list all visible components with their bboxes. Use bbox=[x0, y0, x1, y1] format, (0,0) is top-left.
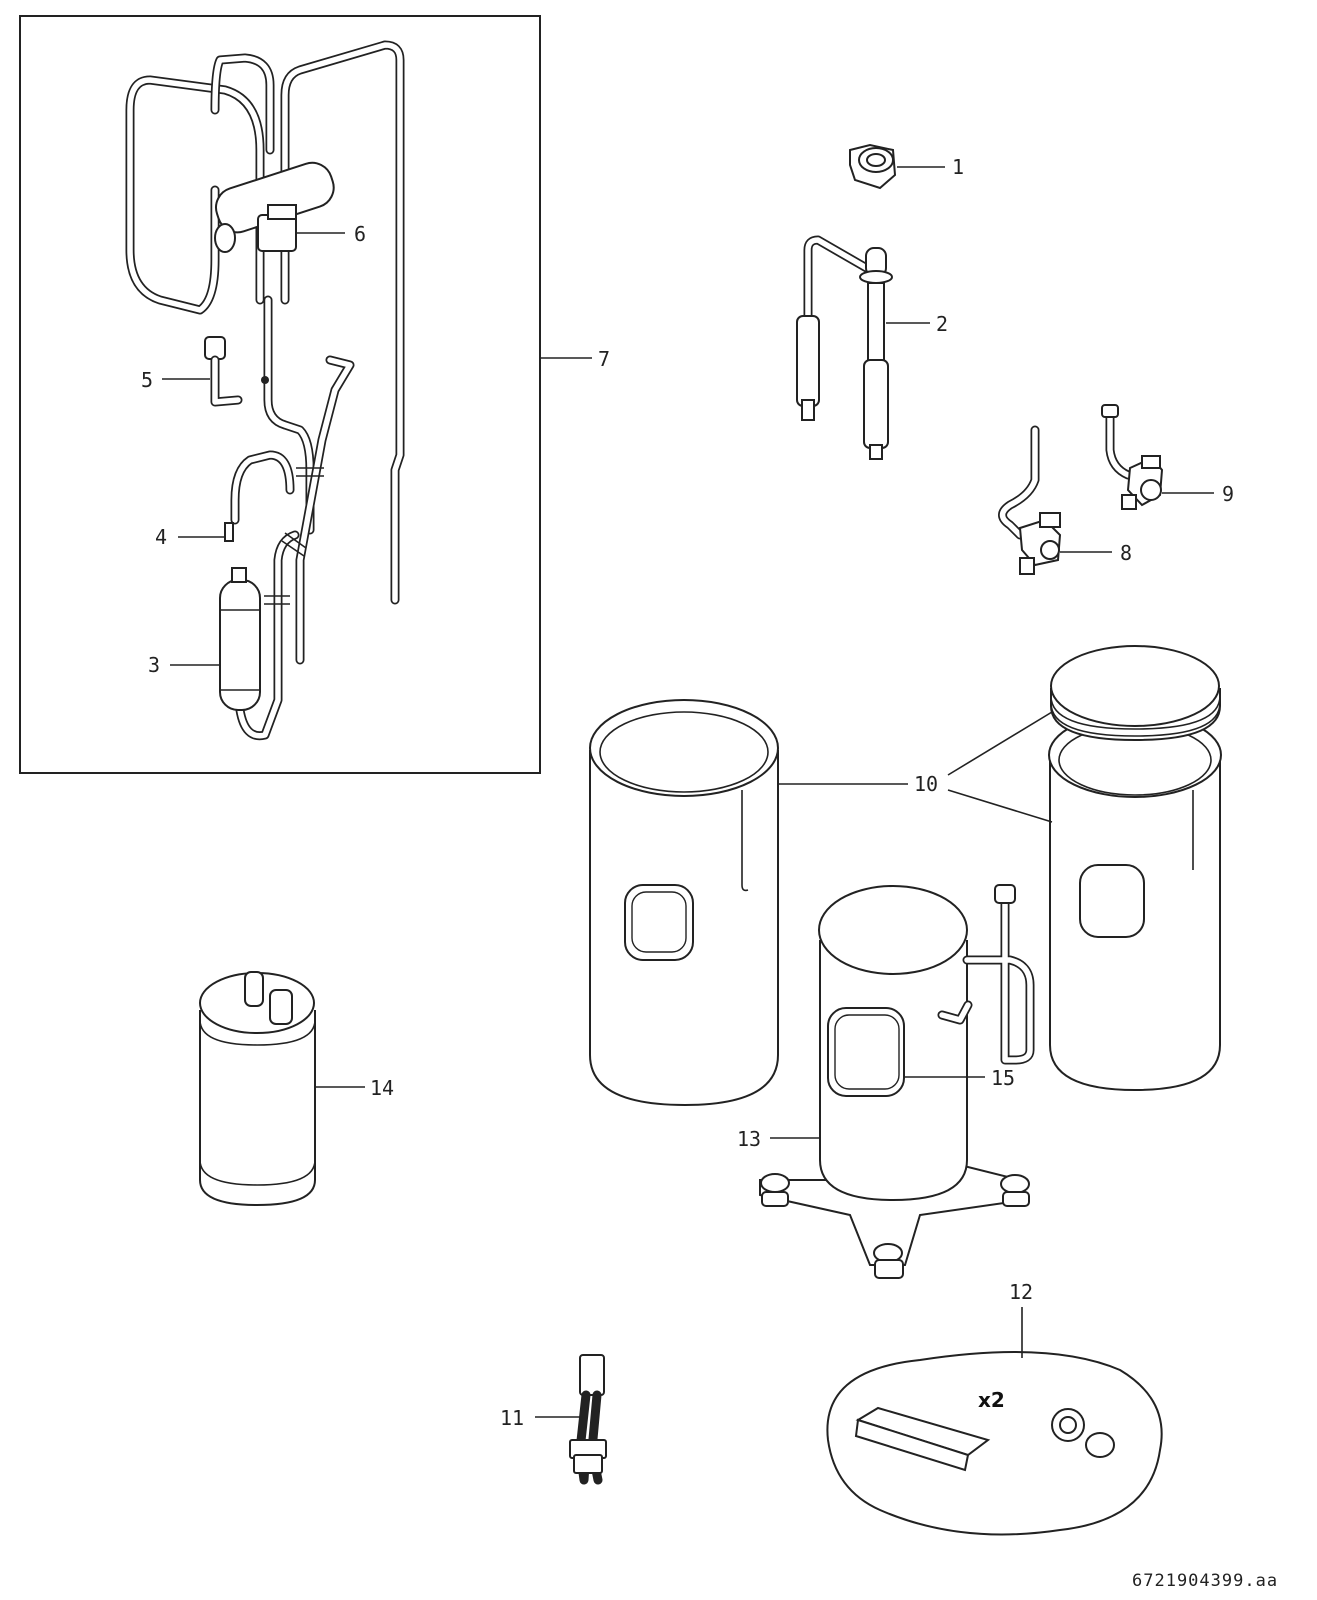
noise-jacket-right-part bbox=[1048, 645, 1222, 1092]
noise-jacket-left-part bbox=[589, 699, 779, 1107]
connector-cable-part bbox=[569, 1354, 607, 1485]
callout-6: 6 bbox=[354, 222, 366, 246]
expansion-valve-part bbox=[796, 235, 893, 460]
callout-10: 10 bbox=[914, 772, 938, 796]
callout-12: 12 bbox=[1009, 1280, 1033, 1304]
callout-1: 1 bbox=[952, 155, 964, 179]
callout-7: 7 bbox=[598, 347, 610, 371]
quantity-note: x2 bbox=[978, 1388, 1005, 1412]
accessory-kit-part bbox=[826, 1351, 1163, 1536]
callout-13: 13 bbox=[737, 1127, 761, 1151]
grommet bbox=[1051, 1408, 1115, 1458]
pipe-assembly bbox=[125, 40, 405, 741]
callout-8: 8 bbox=[1120, 541, 1132, 565]
spacer-strip bbox=[854, 1406, 991, 1472]
receiver-part bbox=[199, 971, 316, 1207]
compressor-part bbox=[759, 884, 1035, 1279]
flare-nut-part bbox=[849, 143, 897, 190]
callout-14: 14 bbox=[370, 1076, 394, 1100]
callout-11: 11 bbox=[500, 1406, 524, 1430]
service-valve-9-part bbox=[1101, 404, 1164, 510]
leader-lines bbox=[162, 166, 1214, 1418]
callout-15: 15 bbox=[991, 1066, 1015, 1090]
callout-2: 2 bbox=[936, 312, 948, 336]
callout-9: 9 bbox=[1222, 482, 1234, 506]
callout-5: 5 bbox=[141, 368, 153, 392]
callout-4: 4 bbox=[155, 525, 167, 549]
document-id: 6721904399.aa bbox=[1132, 1571, 1278, 1591]
pipe-assembly-frame bbox=[19, 15, 541, 774]
service-valve-8-part bbox=[998, 425, 1062, 575]
callout-3: 3 bbox=[148, 653, 160, 677]
